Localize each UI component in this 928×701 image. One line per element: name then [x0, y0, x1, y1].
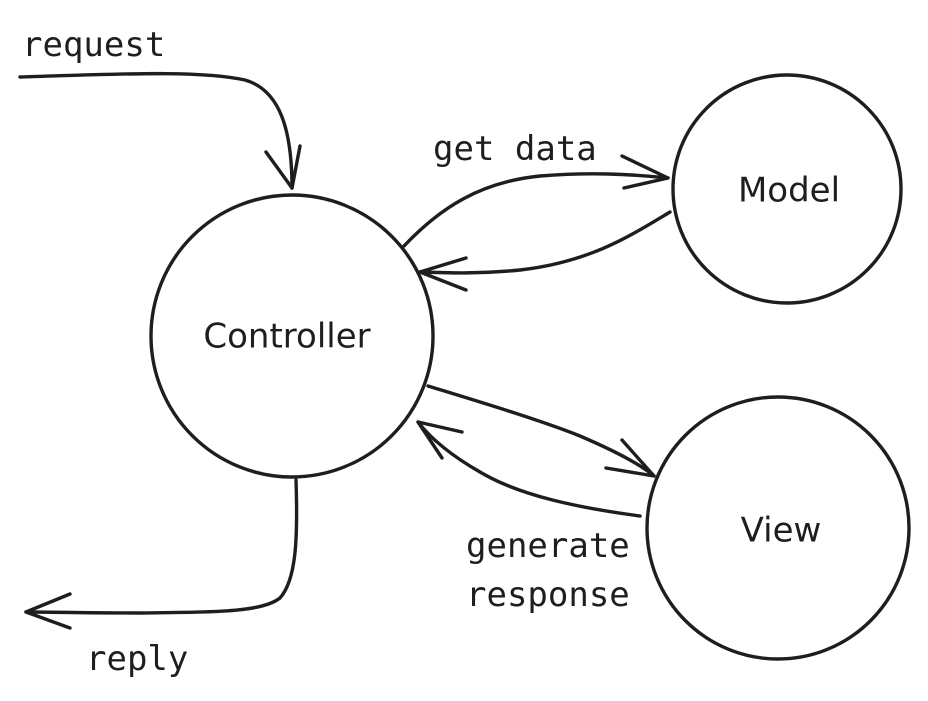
controller-circle [149, 193, 435, 479]
generate-response-label-line1: generate [466, 526, 630, 566]
to-view-arrow [426, 384, 656, 478]
get-data-arrow-line [402, 172, 670, 248]
get-data-label: get data [433, 129, 597, 169]
reply-arrow-line [24, 478, 299, 615]
model-label: Model [738, 171, 840, 211]
generate-response-arrow [416, 420, 642, 518]
generate-response-arrowhead [416, 420, 464, 460]
request-label: request [22, 25, 165, 65]
model-circle [671, 73, 903, 305]
to-view-arrow-line [426, 384, 656, 478]
generate-response-arrow-line [416, 420, 642, 518]
model-return-arrowhead [418, 256, 468, 292]
generate-response-label-line2: response [466, 575, 630, 615]
request-arrow-line [18, 71, 294, 190]
get-data-arrowhead [620, 154, 670, 190]
to-view-arrowhead [604, 438, 656, 478]
view-node[interactable]: View [645, 395, 911, 661]
controller-node[interactable]: Controller [149, 193, 435, 479]
view-label: View [741, 511, 822, 551]
request-arrowhead [264, 144, 302, 190]
request-arrow [18, 71, 302, 190]
model-return-arrow-line [418, 210, 672, 275]
get-data-arrow [402, 154, 670, 248]
reply-label: reply [86, 639, 188, 679]
view-circle [645, 395, 911, 661]
controller-label: Controller [203, 317, 370, 357]
reply-arrowhead [24, 592, 72, 630]
model-node[interactable]: Model [671, 73, 903, 305]
reply-arrow [24, 478, 299, 630]
model-return-arrow [418, 210, 672, 292]
